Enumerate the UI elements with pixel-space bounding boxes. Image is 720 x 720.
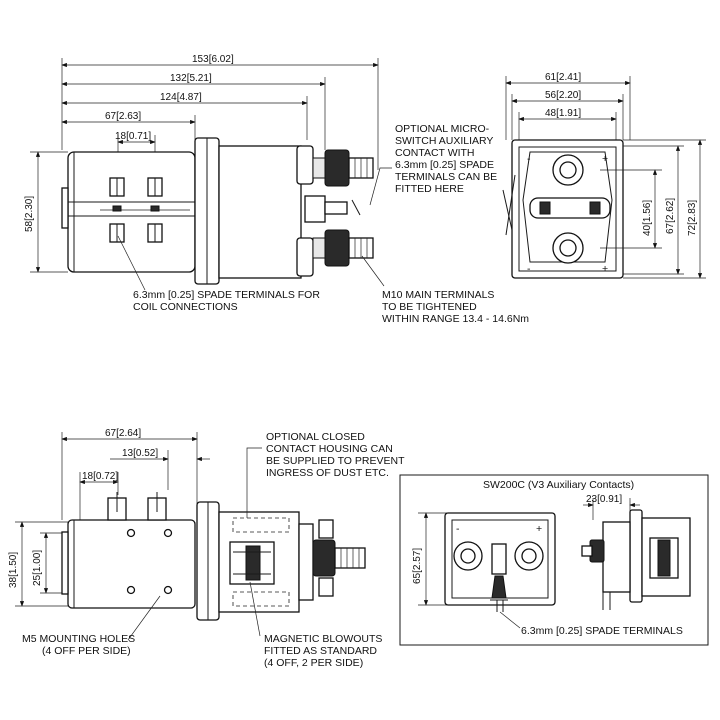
coil-body	[67, 151, 196, 273]
dim-124: 124[4.87]	[160, 92, 202, 103]
variant-aux-switch	[491, 543, 507, 575]
note-spade-line1: 6.3mm [0.25] SPADE TERMINALS FOR	[133, 289, 320, 301]
note-aux-line2: SWITCH AUXILIARY	[395, 135, 493, 147]
dim-67-end: 67[2.62]	[665, 198, 676, 234]
leader-variant-spade	[499, 611, 521, 629]
dim-48: 48[1.91]	[545, 108, 581, 119]
variant-side-flange	[629, 509, 643, 603]
dim-38: 38[1.50]	[8, 552, 19, 588]
end-stub	[61, 187, 69, 229]
note-m10-line2: TO BE TIGHTENED	[382, 301, 477, 313]
leader-spade	[117, 235, 146, 291]
variant-frame	[399, 474, 709, 646]
dim-18: 18[0.71]	[115, 131, 151, 142]
dim-67: 67[2.63]	[105, 111, 141, 122]
dim-65: 65[2.57]	[412, 548, 423, 584]
aux-switch	[304, 195, 326, 223]
note-blowout-line2: FITTED AS STANDARD	[264, 645, 377, 657]
mounting-hole	[163, 585, 173, 595]
bottom-side-view: 67[2.64] 13[0.52] 18[0.72] 38[1.50] 25[1…	[8, 428, 405, 669]
note-mount-line2: (4 OFF PER SIDE)	[42, 645, 131, 657]
mounting-hole	[126, 585, 136, 595]
note-housing-line4: INGRESS OF DUST ETC.	[266, 467, 389, 479]
leader-m10	[361, 255, 385, 287]
note-aux-line5: TERMINALS CAN BE	[395, 171, 497, 183]
note-mount-line1: M5 MOUNTING HOLES	[22, 633, 135, 645]
closed-housing-outline	[232, 517, 290, 533]
dim-56: 56[2.20]	[545, 90, 581, 101]
symbol-plus-end-top: +	[602, 153, 608, 165]
top-end-view: 61[2.41] 56[2.20] 48[1.91] - + - + 40[1.…	[502, 72, 706, 279]
symbol-minus-variant: -	[456, 523, 460, 535]
dim-25: 25[1.00]	[32, 550, 43, 586]
leader-mount	[127, 595, 161, 641]
note-m10-line1: M10 MAIN TERMINALS	[382, 289, 494, 301]
leader-blowout	[249, 581, 261, 637]
note-blowout-line3: (4 OFF, 2 PER SIDE)	[264, 657, 363, 669]
variant-box: SW200C (V3 Auxiliary Contacts) 65[2.57] …	[399, 474, 709, 646]
note-housing-line2: CONTACT HOUSING CAN	[266, 443, 393, 455]
coil-spade-terminals	[109, 177, 163, 243]
note-aux-line1: OPTIONAL MICRO-	[395, 123, 490, 135]
note-housing-line1: OPTIONAL CLOSED	[266, 431, 365, 443]
symbol-plus-variant: +	[536, 523, 542, 535]
leader-aux	[369, 167, 392, 206]
dim-18-side: 18[0.72]	[82, 471, 118, 482]
dim-58: 58[2.30]	[24, 196, 35, 232]
dim-23: 23[0.91]	[586, 494, 622, 505]
leader-housing	[246, 447, 262, 518]
main-terminal-upper	[312, 149, 374, 187]
note-variant-spade: 6.3mm [0.25] SPADE TERMINALS	[521, 625, 683, 637]
variant-title: SW200C (V3 Auxiliary Contacts)	[483, 479, 634, 491]
dim-153: 153[6.02]	[192, 54, 234, 65]
note-blowout-line1: MAGNETIC BLOWOUTS	[264, 633, 382, 645]
dim-61: 61[2.41]	[545, 72, 581, 83]
dim-13: 13[0.52]	[122, 448, 158, 459]
note-aux-line6: FITTED HERE	[395, 183, 464, 195]
note-spade-line2: COIL CONNECTIONS	[133, 301, 238, 313]
variant-side-terminals	[602, 521, 631, 593]
note-aux-line4: 6.3mm [0.25] SPADE	[395, 159, 494, 171]
dim-72: 72[2.83]	[687, 200, 698, 236]
symbol-minus-end-top: -	[527, 153, 531, 165]
main-terminal-lower	[312, 229, 374, 267]
note-m10-line3: WITHIN RANGE 13.4 - 14.6Nm	[382, 313, 529, 325]
symbol-plus-end: +	[602, 263, 608, 275]
note-aux-line3: CONTACT WITH	[395, 147, 475, 159]
mounting-hole	[126, 528, 136, 538]
mounting-hole	[163, 528, 173, 538]
dim-67-side: 67[2.64]	[105, 428, 141, 439]
symbol-minus-end: -	[527, 263, 531, 275]
dim-40: 40[1.56]	[642, 200, 653, 236]
side-main-terminal	[312, 519, 366, 597]
top-front-view: 153[6.02] 132[5.21] 124[4.87] 67[2.63] 1…	[24, 54, 529, 325]
contact-housing	[218, 145, 302, 279]
note-housing-line3: BE SUPPLIED TO PREVENT	[266, 455, 405, 467]
dim-132: 132[5.21]	[170, 73, 212, 84]
